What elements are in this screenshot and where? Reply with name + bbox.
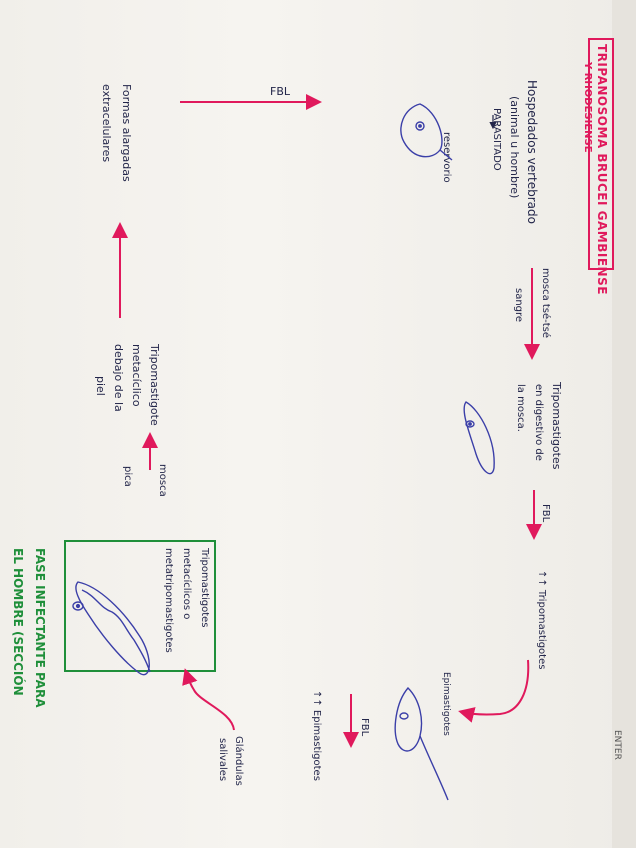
title-box: [588, 38, 614, 270]
trypo-to-epi-arrow: [458, 659, 530, 723]
fbl-top-label: FBL: [270, 85, 291, 98]
page-margin: [612, 0, 636, 848]
trypanosome-icon-digestive: [463, 401, 495, 475]
epimastigote-icon: [394, 686, 449, 801]
salivary-to-metacyclic-arrow: [182, 668, 235, 731]
metacyclic-trypomastigote-icon: [72, 581, 151, 676]
trypanosome-icon-reservoir: [400, 103, 453, 161]
metacyclic-box: [64, 540, 216, 672]
